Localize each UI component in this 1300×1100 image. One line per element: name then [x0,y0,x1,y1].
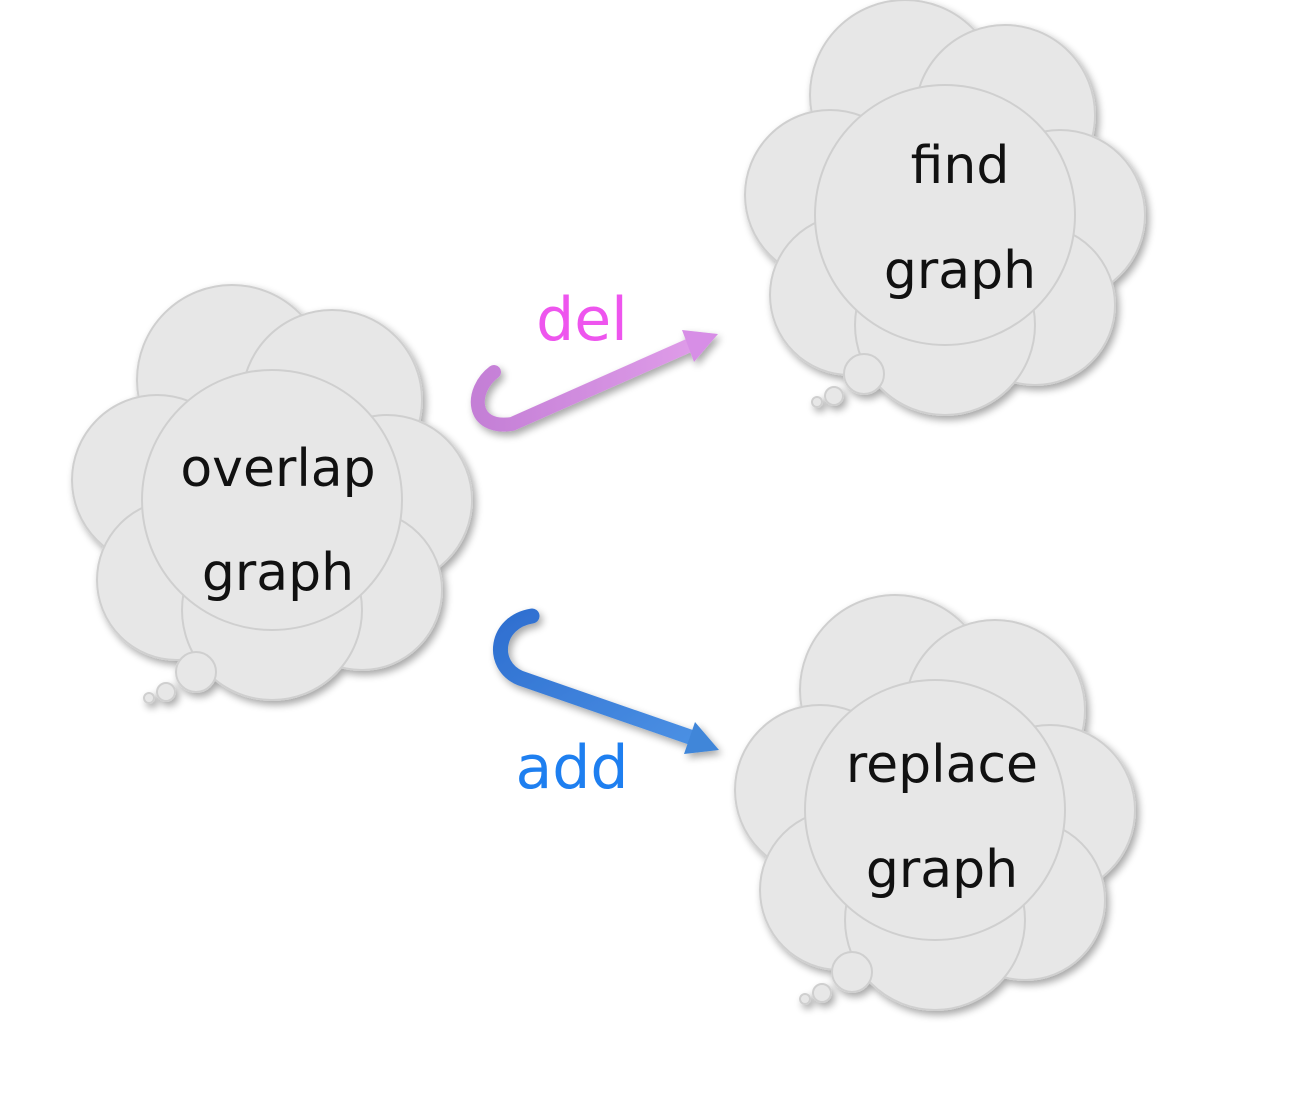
edge-label-add: add [516,733,629,803]
node-overlap-line2: graph [202,543,354,603]
thought-bubble-small [143,692,155,704]
node-find-line1: find [911,136,1010,196]
thought-bubble-large [843,353,885,395]
thought-bubble-medium [156,682,176,702]
arrow-del [470,330,718,432]
thought-bubble-large [831,951,873,993]
thought-bubble-small [811,396,823,408]
arrow-add [493,608,719,754]
cloud-find-graph [744,0,1146,416]
thought-bubble-small [799,993,811,1005]
edge-label-del: del [536,285,628,355]
cloud-replace-graph [734,594,1136,1011]
thought-bubble-large [175,651,217,693]
node-replace-line1: replace [846,735,1038,795]
thought-bubble-medium [812,983,832,1003]
node-overlap-line1: overlap [180,439,375,499]
node-find-line2: graph [884,241,1036,301]
node-replace-line2: graph [866,840,1018,900]
thought-bubble-medium [824,386,844,406]
cloud-overlap-graph [71,284,473,704]
